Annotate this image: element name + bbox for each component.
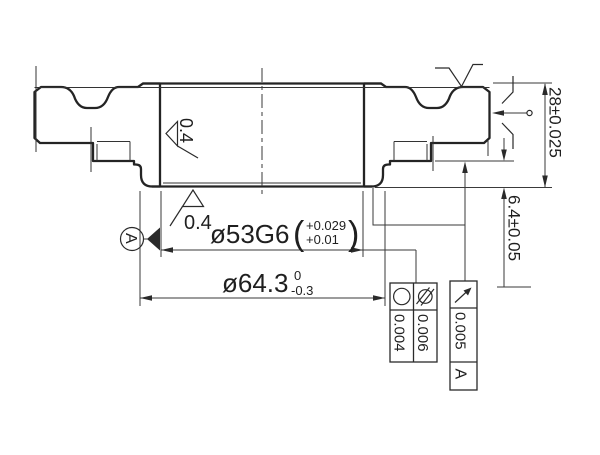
bore-tol-upper: +0.029 [306,218,346,233]
bore-dim-label: ø53G6 [210,219,290,249]
leader-arrowhead [462,161,468,173]
pointer-dot-icon [526,109,533,117]
datum-a: A [119,226,160,252]
outer-tol-lower: -0.3 [291,283,313,298]
cylindricity-icon [416,287,435,306]
fcf-frame [449,280,478,391]
arrowhead-bottom [542,175,548,188]
fcf-roundness-cylindricity: 0.004 0.006 [389,250,438,363]
bore-tol-paren-open: ( [293,215,305,253]
outer-tol-upper: 0 [294,268,301,283]
arrowhead-up [501,187,507,199]
datum-label: A [122,233,139,244]
dimension-bore: ø53G6 ( +0.029 +0.01 ) [160,191,416,257]
circularity-value: 0.004 [391,314,408,352]
roughness-tail [169,206,184,227]
seal-groove-right [393,141,428,161]
roughness-icon [165,120,179,148]
dimension-outer: ø64.3 0 -0.3 [139,191,386,306]
dimension-width: 28±0.025 [375,82,565,188]
cylindricity-value: 0.006 [414,314,431,352]
roughness-bore-face: 0.4 [169,188,212,234]
runout-value: 0.005 [452,312,469,350]
section-right-half [362,82,491,188]
roughness-wall-value: 0.4 [176,118,196,143]
runout-datum-ref: A [452,369,469,380]
arrowhead-right [351,247,363,253]
fcf-runout: 0.005 A [372,161,478,391]
roughness-tail [177,145,199,159]
seal-groove-left [96,141,131,161]
roughness-face-value: 0.4 [184,212,212,234]
dimension-step: 6.4±0.05 [435,138,531,288]
datum-triangle [147,227,160,251]
circularity-icon [392,287,411,306]
surface-texture-icon [435,63,483,88]
surface-symbol-top [435,63,483,88]
outer-dim-label: ø64.3 [222,268,289,298]
arrowhead-left [140,295,152,301]
surface-texture-rotated-icon [501,76,514,149]
width-dim-label: 28±0.025 [546,87,565,158]
arrowhead-right [373,295,385,301]
roughness-icon [181,188,205,208]
surface-symbol-right [492,76,533,149]
arrowhead-top [542,83,548,95]
bore-tol-paren-close: ) [348,215,359,253]
circular-runout-icon [454,287,472,303]
bore-tol-lower: +0.01 [306,232,339,247]
pointer-arrowhead [492,110,504,116]
arrowhead-left [161,247,173,253]
arrowhead-down [501,149,507,161]
section-left-half [33,82,162,188]
step-dim-label: 6.4±0.05 [505,195,524,261]
fcf-leader-branch [372,188,465,226]
roughness-bore-wall: 0.4 [165,118,199,159]
